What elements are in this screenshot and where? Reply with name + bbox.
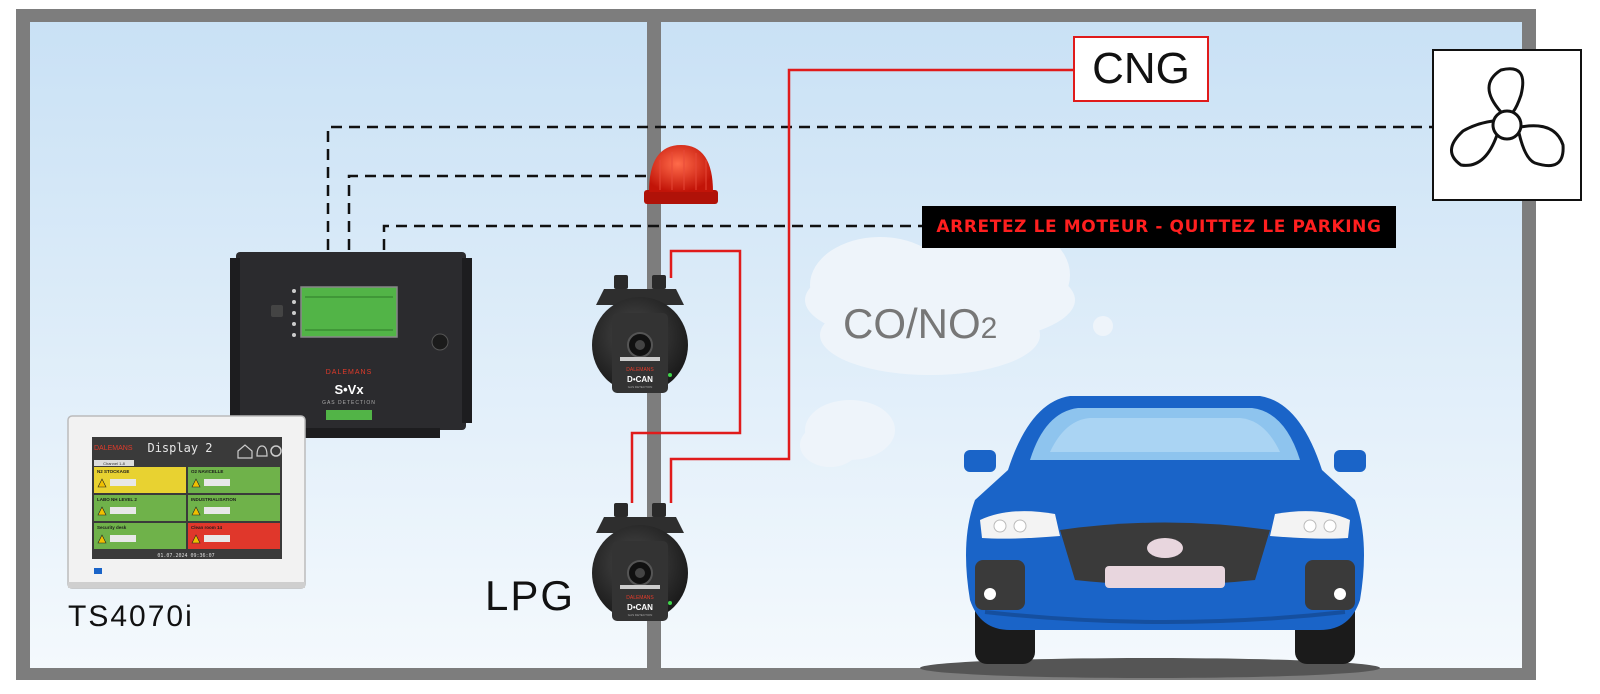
dcan-sensor-upper: DALEMANS D•CAN GAS DETECTION (592, 275, 688, 393)
sensor-brand: DALEMANS (626, 595, 654, 601)
warning-sign: ARRETEZ LE MOTEUR - QUITTEZ LE PARKING (922, 206, 1396, 248)
tile: LABO NH LEVEL 2 (94, 495, 186, 521)
svx-controller: DALEMANS S•Vx GAS DETECTION (230, 252, 472, 438)
sensor-brand: DALEMANS (626, 367, 654, 373)
tile-background (94, 523, 186, 549)
control-wiring (326, 125, 1432, 250)
tile-background (188, 495, 280, 521)
tile-background (188, 523, 280, 549)
sensor-status-led (668, 373, 672, 377)
controller-menu-icon (292, 289, 296, 337)
tile-label: Clean room 14 (191, 525, 223, 530)
gas-label: CO/NO2 (843, 300, 997, 348)
lpg-label: LPG (485, 572, 576, 619)
controller-caption: GAS DETECTION (322, 400, 376, 406)
gas-label-main: CO/NO (843, 300, 981, 347)
tile-label: O2 NAVICELLE (191, 469, 223, 474)
sensor-caption: GAS DETECTION (628, 385, 653, 389)
bell-icon (256, 445, 268, 457)
warning-icon (191, 478, 201, 488)
fan-icon (1450, 67, 1565, 168)
tile-value-field (204, 479, 230, 486)
controller-screen (300, 286, 398, 338)
touchscreen-logo (94, 568, 102, 574)
sensor-status-led (668, 601, 672, 605)
tile-value-field (204, 507, 230, 514)
tile: Clean room 14 (188, 523, 280, 549)
sensor-wiring (630, 68, 1073, 503)
controller-button (271, 305, 283, 317)
tile-label: LABO NH LEVEL 2 (97, 497, 137, 502)
tile: INDUSTRIALISATION (188, 495, 280, 521)
ventilation-fan (1432, 49, 1582, 201)
tile-background (94, 467, 186, 493)
warning-icon (191, 534, 201, 544)
ts4070i-label: TS4070i (68, 600, 194, 633)
cng-label: CNG (1092, 44, 1190, 93)
tile-background (94, 495, 186, 521)
warning-text: ARRETEZ LE MOTEUR - QUITTEZ LE PARKING (936, 217, 1382, 237)
tile-value-field (204, 535, 230, 542)
controller-cable-gland (431, 333, 449, 351)
home-icon (237, 444, 253, 459)
tile-label: N2 STOCKAGE (97, 469, 129, 474)
touchscreen-brand: DALEMANS (94, 445, 133, 452)
sensor-model: D•CAN (627, 375, 653, 384)
tile-label: Security desk (97, 525, 127, 530)
dcan-sensor-lower: DALEMANS D•CAN GAS DETECTION (592, 503, 688, 621)
controller-status-bar (326, 410, 372, 420)
ts4070i-touchscreen: DALEMANS Display 2 Channel 1-8 N2 STOCKA… (67, 415, 306, 589)
tile: N2 STOCKAGE (94, 467, 186, 493)
cng-label-box: CNG (1073, 36, 1209, 102)
controller-brand: DALEMANS (326, 369, 373, 376)
tile-background (188, 467, 280, 493)
settings-icon (270, 445, 282, 457)
tile-value-field (110, 535, 136, 542)
alarm-beacon (644, 145, 718, 204)
tile-value-field (110, 507, 136, 514)
tile: O2 NAVICELLE (188, 467, 280, 493)
warning-icon (97, 506, 107, 516)
warning-icon (97, 478, 107, 488)
sensor-model: D•CAN (627, 603, 653, 612)
touchscreen-datetime: 01.07.2024 09:36:07 (157, 553, 214, 559)
touchscreen-tiles: N2 STOCKAGE O2 NAVICELLE LABO NH LEVEL 2 IN… (94, 467, 280, 549)
warning-icon (97, 534, 107, 544)
warning-icon (191, 506, 201, 516)
touchscreen-title: Display 2 (147, 441, 212, 455)
tile-label: INDUSTRIALISATION (191, 497, 236, 502)
touchscreen-tab: Channel 1-8 (103, 461, 126, 466)
controller-model: S•Vx (334, 382, 364, 397)
tile: Security desk (94, 523, 186, 549)
gas-label-subscript: 2 (980, 312, 998, 345)
car-illustration (920, 396, 1380, 678)
sensor-caption: GAS DETECTION (628, 613, 653, 617)
tile-value-field (110, 479, 136, 486)
